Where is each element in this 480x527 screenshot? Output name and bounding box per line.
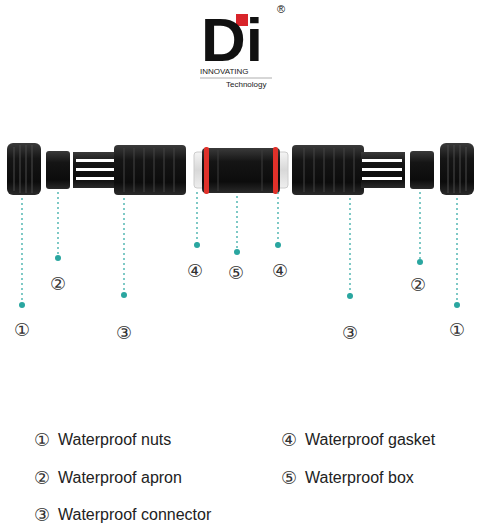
callout-number: ① <box>449 320 465 340</box>
callout-number: ④ <box>272 261 288 281</box>
part-name: Waterproof nuts <box>58 431 171 449</box>
callout-number: ② <box>410 275 426 295</box>
logo-tagline: INNOVATING <box>200 68 249 77</box>
part-name: Waterproof apron <box>58 469 182 487</box>
part-name: Waterproof box <box>305 469 414 487</box>
leader-lines <box>22 192 457 305</box>
callout-number: ② <box>50 274 66 294</box>
callout-number: ⑤ <box>228 263 244 283</box>
waterproof-gasket <box>273 147 278 194</box>
waterproof-nut <box>7 143 41 195</box>
callout-number: ① <box>14 320 30 340</box>
waterproof-connector <box>73 145 186 195</box>
logo-letters: Di <box>201 6 263 74</box>
callout-number: ③ <box>342 323 358 343</box>
registered-mark: ® <box>277 3 285 15</box>
legend-number: ⑤ <box>281 468 297 488</box>
waterproof-gasket <box>204 147 209 194</box>
waterproof-apron <box>46 151 70 189</box>
part-name: Waterproof gasket <box>305 431 435 449</box>
legend-number: ① <box>34 430 50 450</box>
legend-number: ③ <box>34 505 50 525</box>
logo-tagline: Technology <box>226 81 266 90</box>
waterproof-apron <box>410 151 434 189</box>
waterproof-connector <box>292 145 405 195</box>
legend-number: ④ <box>281 430 297 450</box>
logo-rule <box>200 78 272 79</box>
leader-dots <box>19 242 460 308</box>
callout-number: ④ <box>187 261 203 281</box>
waterproof-nut <box>440 143 474 195</box>
waterproof-box <box>194 147 288 194</box>
callout-number: ③ <box>116 323 132 343</box>
part-name: Waterproof connector <box>58 506 211 524</box>
legend-number: ② <box>34 468 50 488</box>
